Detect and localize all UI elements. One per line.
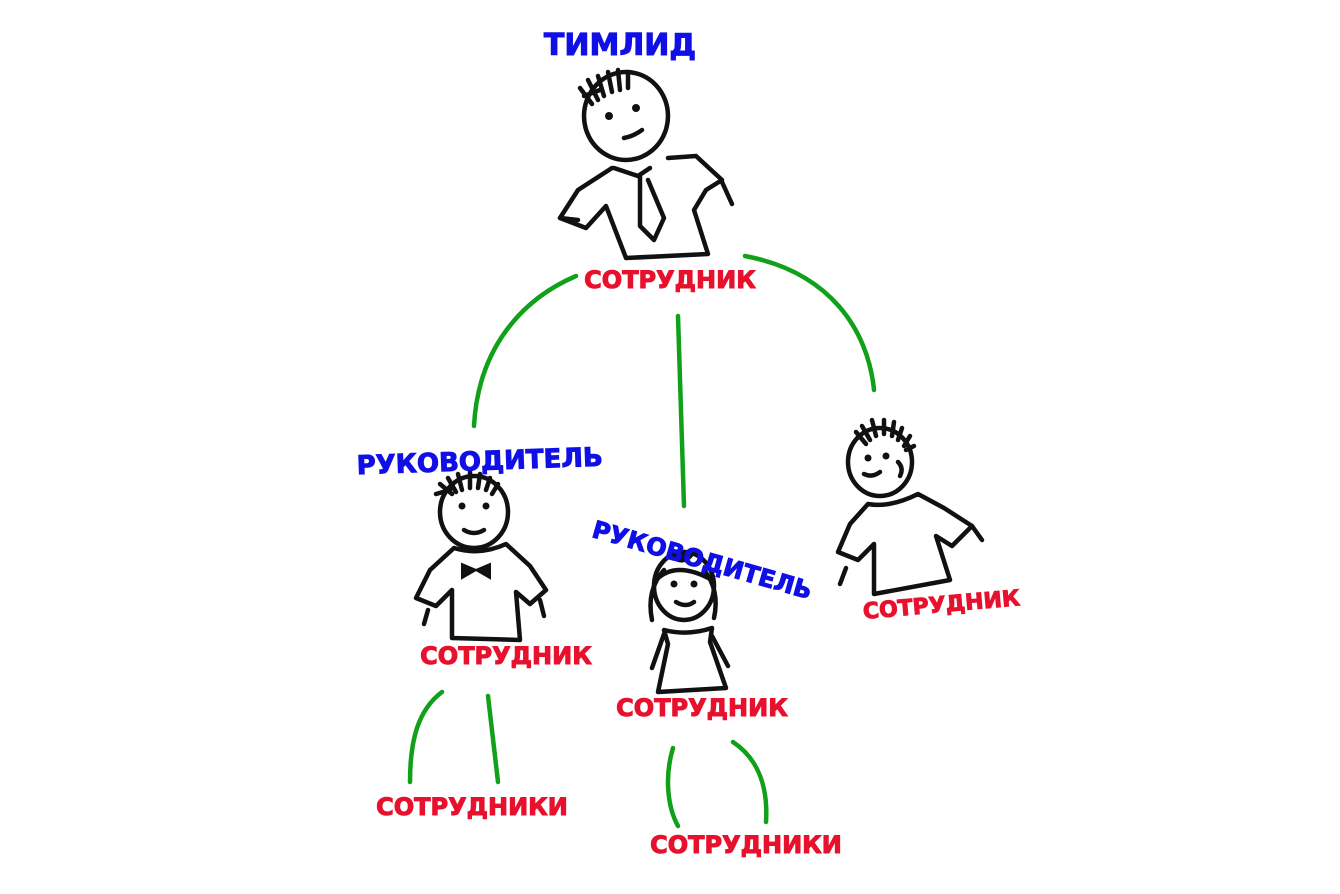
edge-teamlead-to-left-manager (471, 273, 579, 429)
man-with-bowtie-icon (413, 469, 549, 643)
left-manager-status-label: СОТРУДНИК (420, 642, 592, 670)
left-manager-reports-label: СОТРУДНИКИ (376, 793, 568, 821)
edge-middle-manager-to-reports-a (665, 745, 681, 829)
middle-manager-status-label: СОТРУДНИК (616, 694, 788, 722)
man-icon (835, 417, 985, 597)
edge-left-manager-to-reports-a (407, 689, 445, 785)
edge-teamlead-to-right-employee (742, 253, 877, 393)
left-manager-role-label: РУКОВОДИТЕЛЬ (356, 443, 603, 482)
woman-icon (648, 549, 731, 695)
teamlead-status-label: СОТРУДНИК (584, 266, 756, 294)
edge-middle-manager-to-reports-b (730, 739, 769, 825)
middle-manager-role-label: РУКОВОДИТЕЛЬ (589, 516, 815, 606)
edge-teamlead-to-middle-manager (675, 313, 687, 509)
middle-manager-reports-label: СОТРУДНИКИ (650, 831, 842, 859)
teamlead-role-label: ТИМЛИД (544, 28, 696, 63)
man-with-tie-icon (557, 67, 735, 261)
connectors (407, 253, 877, 829)
edge-left-manager-to-reports-b (485, 693, 501, 785)
